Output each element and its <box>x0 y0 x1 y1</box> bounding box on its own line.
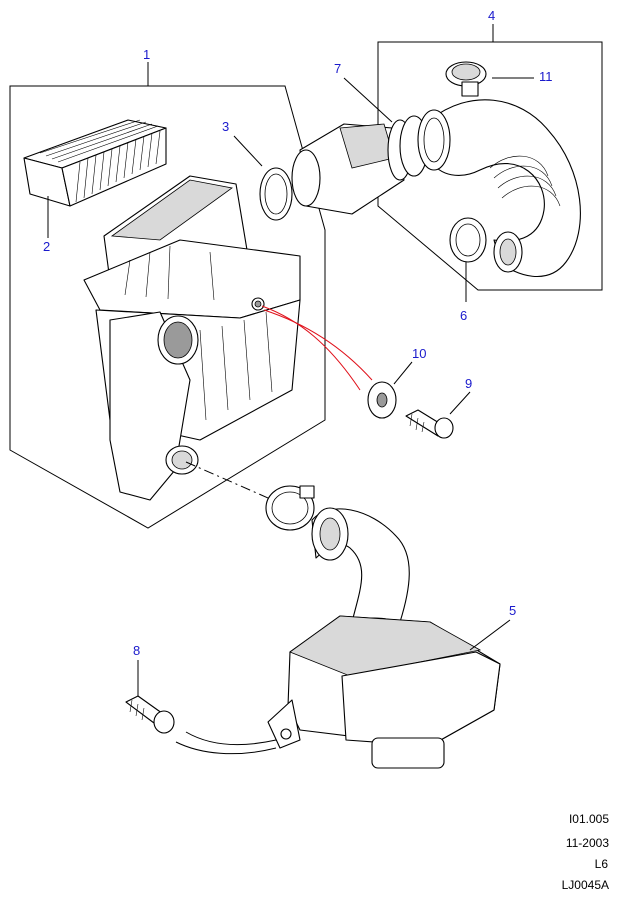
hose-clip-6 <box>449 217 487 263</box>
resonator-drain-line <box>185 731 277 746</box>
callout-4: 4 <box>488 8 496 23</box>
diagram-variant: L6 <box>594 857 608 871</box>
callout-8: 8 <box>133 643 141 658</box>
diagram-ref: LJ0045A <box>561 878 609 892</box>
air-flow-meter <box>291 115 429 215</box>
leader-7 <box>343 77 393 123</box>
grommet-washer <box>367 381 397 419</box>
air-cleaner-housing <box>83 175 301 501</box>
intake-hose <box>417 99 581 277</box>
highlight-line-b <box>263 309 373 381</box>
callout-6: 6 <box>460 308 468 323</box>
callout-3: 3 <box>222 119 230 134</box>
highlight-line-a <box>261 305 361 391</box>
bolt-9 <box>405 409 454 439</box>
callout-10: 10 <box>412 346 427 361</box>
leader-5 <box>469 619 511 651</box>
callout-5: 5 <box>509 603 517 618</box>
hose-clip-3 <box>259 167 293 221</box>
callout-11: 11 <box>539 69 553 84</box>
breather-cap <box>445 61 487 97</box>
resonator <box>267 507 501 769</box>
diagram-code: I01.005 <box>568 812 609 826</box>
callout-1: 1 <box>143 47 151 62</box>
callout-9: 9 <box>465 376 473 391</box>
callout-2: 2 <box>43 239 51 254</box>
leader-9 <box>449 391 471 415</box>
resonator-drain-line-2 <box>175 741 277 755</box>
group-outline-1 <box>9 85 326 529</box>
diagram-date: 11-2003 <box>565 836 609 850</box>
leader-3 <box>233 135 263 167</box>
leader-10 <box>393 361 413 385</box>
hose-clip-lower <box>265 485 315 531</box>
bolt-8 <box>125 695 175 734</box>
air-filter-element <box>23 119 167 207</box>
callout-7: 7 <box>334 61 342 76</box>
